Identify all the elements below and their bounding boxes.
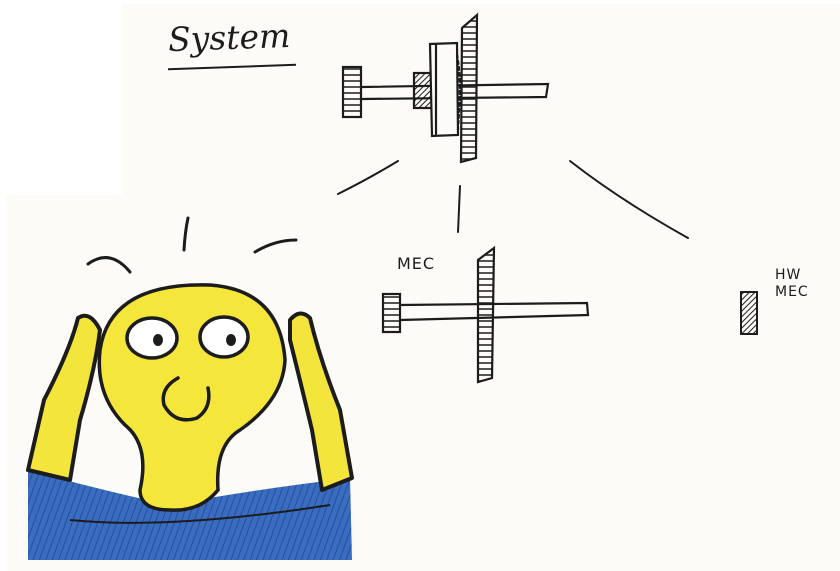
cartoon-character <box>26 216 354 560</box>
mec-label: MEC <box>397 254 436 273</box>
mec-assembly <box>381 245 590 384</box>
system-assembly <box>341 12 550 164</box>
hw-mec-label: HW MEC <box>775 267 809 301</box>
hw-mec-label-line1: HW <box>775 267 802 283</box>
diagram-title: System <box>167 15 291 60</box>
hw-mec-block <box>740 291 758 335</box>
branch-lines <box>337 160 689 239</box>
hw-mec-label-line2: MEC <box>775 284 809 300</box>
